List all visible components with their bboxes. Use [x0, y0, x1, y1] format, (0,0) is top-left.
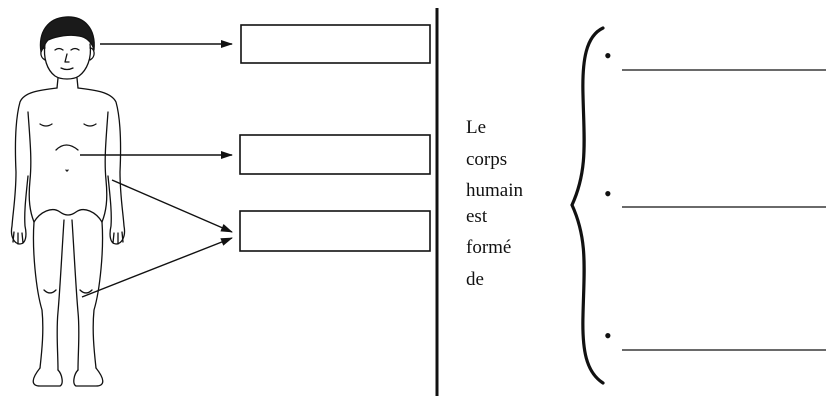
bullet: • [604, 43, 612, 68]
left-leg [32, 219, 65, 371]
right-foot [73, 367, 104, 387]
head [43, 43, 92, 80]
stem-line: est [466, 206, 488, 227]
label-box-head[interactable] [240, 24, 431, 64]
arrow-leg-to-box-3 [81, 237, 233, 298]
left-hand [12, 231, 24, 245]
left-foot [32, 367, 63, 387]
torso [27, 111, 109, 223]
answer-field-3[interactable] [622, 326, 826, 354]
arrow-arm-to-box-3 [111, 179, 233, 233]
bullet: • [604, 323, 612, 348]
stem-text: Le corps humain est formé de [466, 117, 528, 290]
bullet: • [604, 181, 612, 206]
stem-line: Le [466, 117, 486, 138]
right-arm [77, 87, 126, 245]
stem-line: corps [466, 149, 507, 170]
answer-lines: • • • [604, 43, 826, 354]
stem-line: formé [466, 237, 511, 258]
left-ear [40, 47, 46, 61]
hair [39, 16, 95, 53]
stem-line: humain [466, 180, 523, 201]
right-leg [71, 219, 104, 371]
neck [56, 77, 79, 89]
nose [64, 53, 70, 63]
knees [43, 289, 93, 294]
mouth [60, 67, 74, 71]
hips [33, 208, 103, 223]
right-ear [89, 47, 95, 61]
human-body-figure [10, 16, 126, 387]
pointer-arrows [80, 40, 233, 298]
label-box-trunk[interactable] [239, 134, 431, 175]
eyes [54, 47, 80, 51]
right-hand [112, 231, 124, 245]
chest [39, 123, 97, 127]
curly-brace [570, 26, 605, 385]
left-arm [10, 87, 58, 245]
stem-line: de [466, 269, 484, 290]
label-box-limbs[interactable] [239, 210, 431, 252]
answer-field-1[interactable] [622, 46, 826, 74]
belly [55, 144, 79, 172]
label-boxes [239, 24, 431, 252]
answer-field-2[interactable] [622, 183, 826, 211]
